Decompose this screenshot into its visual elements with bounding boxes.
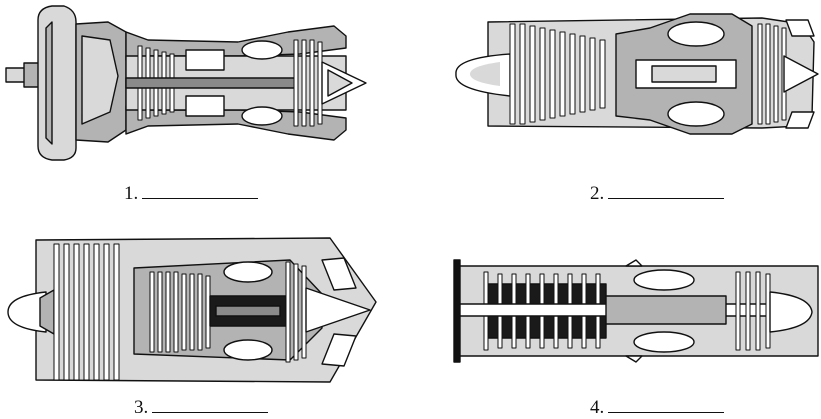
- answer-blank-3[interactable]: [152, 394, 269, 413]
- turbofan-high-bypass-engine-icon: [455, 13, 819, 135]
- figure-caption-3: 3.: [134, 394, 269, 419]
- figure-number: 3.: [134, 397, 149, 418]
- figure-number: 2.: [590, 183, 605, 204]
- figure-number: 1.: [124, 183, 139, 204]
- answer-blank-1[interactable]: [142, 180, 259, 199]
- figure-caption-4: 4.: [590, 394, 725, 419]
- figure-caption-2: 2.: [590, 180, 725, 205]
- turboprop-engine-icon: [5, 5, 367, 161]
- turbofan-ducted-fan-engine-icon: [7, 237, 377, 383]
- figure-caption-1: 1.: [124, 180, 259, 205]
- figure-number: 4.: [590, 397, 605, 418]
- turbojet-engine-icon: [453, 259, 819, 363]
- answer-blank-4[interactable]: [608, 394, 725, 413]
- answer-blank-2[interactable]: [608, 180, 725, 199]
